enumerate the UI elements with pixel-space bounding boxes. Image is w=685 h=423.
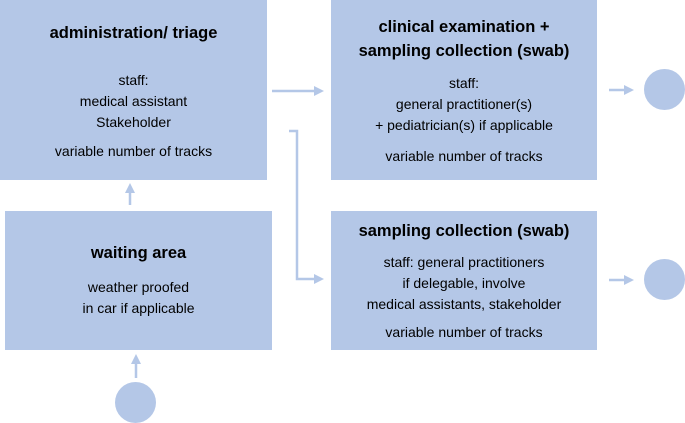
arrow-admin-to-sampling [289,129,316,281]
arrowhead-sampling-to-end [624,275,634,285]
admin-staff-label: staff: [118,72,149,88]
clinical-title-line-2: sampling collection (swab) [358,42,570,60]
admin-tracks: variable number of tracks [54,143,213,159]
clinical-staff-label: staff: [448,75,480,91]
waiting-line-1: weather proofed [87,279,190,295]
arrowhead-start-to-waiting [131,354,141,364]
sampling-line-2: if delegable, involve [402,275,526,291]
end-circle-sampling [644,259,685,300]
sampling-tracks: variable number of tracks [385,324,543,340]
admin-staff-line-1: medical assistant [79,93,188,109]
waiting-line-2: in car if applicable [82,300,195,316]
arrowhead-admin-to-sampling [314,274,324,284]
clinical-staff-line-2: + pediatrician(s) if applicable [375,117,553,133]
clinical-examination-box: clinical examination + sampling collecti… [331,0,597,180]
start-circle [115,382,156,423]
sampling-line-1: staff: general practitioners [383,254,545,270]
waiting-title: waiting area [90,244,187,262]
admin-staff-line-2: Stakeholder [96,114,171,130]
sampling-collection-box: sampling collection (swab) staff: genera… [331,211,597,350]
arrowhead-admin-to-clinical [314,86,324,96]
sampling-line-3: medical assistants, stakeholder [366,296,562,312]
arrowhead-waiting-to-admin [125,183,135,193]
clinical-staff-line-1: general practitioner(s) [395,96,533,112]
sampling-title: sampling collection (swab) [358,222,570,240]
end-circle-clinical [644,69,685,110]
clinical-title-line-1: clinical examination + [378,18,550,36]
waiting-area-box: waiting area weather proofed in car if a… [5,211,272,350]
clinical-tracks: variable number of tracks [385,148,543,164]
admin-triage-box: administration/ triage staff: medical as… [0,0,267,180]
admin-title: administration/ triage [49,24,218,42]
arrowhead-clinical-to-end [624,85,634,95]
